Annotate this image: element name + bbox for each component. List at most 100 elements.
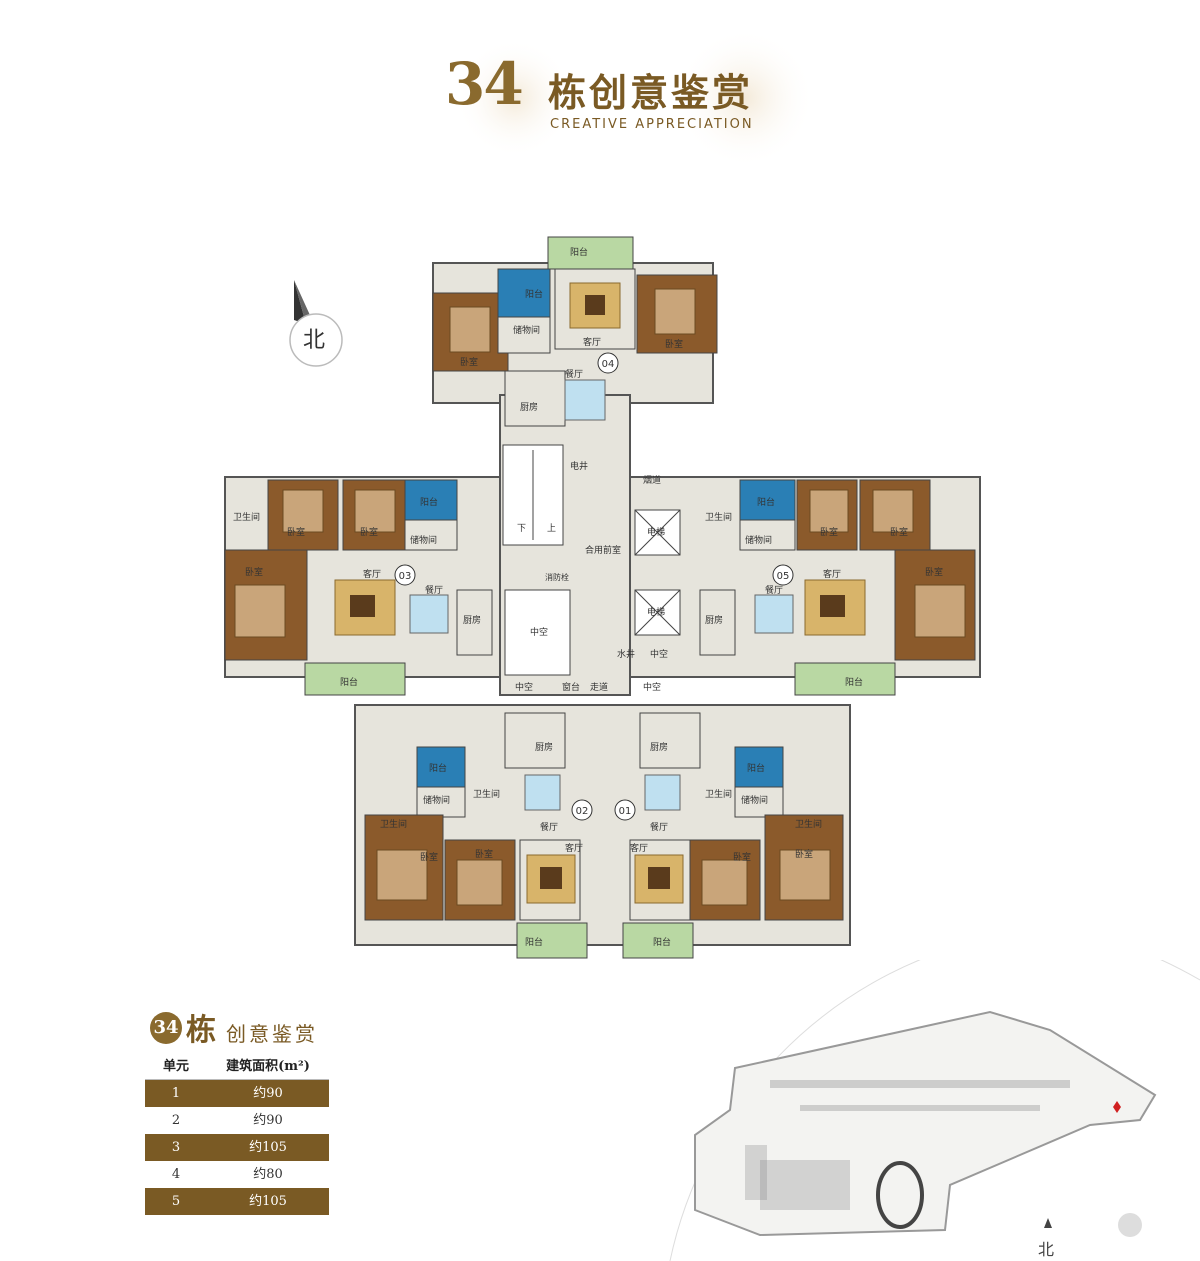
floor-plan: 04 阳台 储物间 客厅 卧室 卧室 餐厅 厨房 阳台 03 阳台 储物间 客厅… bbox=[224, 236, 981, 959]
label-bath-02b: 卫生间 bbox=[380, 818, 407, 830]
label-void-2: 中空 bbox=[650, 648, 668, 660]
label-smoke: 烟道 bbox=[643, 474, 661, 486]
table-cell-area: 约90 bbox=[253, 1086, 283, 1101]
unit-label-05: 05 bbox=[777, 571, 790, 582]
label-terrace-05: 阳台 bbox=[845, 676, 863, 688]
table-cell-unit: 4 bbox=[171, 1167, 181, 1182]
core bbox=[502, 444, 681, 676]
table-row: 4 约80 bbox=[145, 1161, 329, 1188]
label-water-well: 水井 bbox=[617, 648, 635, 660]
table-cell-unit: 2 bbox=[171, 1113, 181, 1128]
label-balcony-02: 阳台 bbox=[429, 762, 447, 774]
unit-label-04: 04 bbox=[602, 359, 615, 370]
header-number: 34 bbox=[445, 50, 524, 118]
label-balcony-04: 阳台 bbox=[525, 288, 543, 300]
unit-05 bbox=[699, 479, 976, 696]
label-bath-03: 卫生间 bbox=[233, 511, 260, 523]
unit-01 bbox=[614, 712, 844, 959]
label-living-04: 客厅 bbox=[583, 336, 601, 348]
label-bath-05: 卫生间 bbox=[705, 511, 732, 523]
label-terrace-02: 阳台 bbox=[525, 936, 543, 948]
compass-label: 北 bbox=[302, 328, 325, 353]
table-header-unit: 单元 bbox=[162, 1059, 189, 1074]
header-decoration bbox=[455, 28, 815, 168]
unit-04 bbox=[432, 236, 718, 427]
label-dining-03: 餐厅 bbox=[425, 584, 443, 596]
table-cell-area: 约105 bbox=[249, 1140, 287, 1155]
label-lobby: 合用前室 bbox=[585, 544, 621, 556]
label-bedroom-03b: 卧室 bbox=[287, 526, 305, 538]
label-storage-05: 储物间 bbox=[745, 534, 772, 546]
table-cell-unit: 5 bbox=[171, 1194, 181, 1209]
compass-icon bbox=[289, 280, 343, 367]
label-balcony-03: 阳台 bbox=[420, 496, 438, 508]
table-title-number: 34 bbox=[150, 1012, 182, 1044]
table-cell-area: 约90 bbox=[253, 1113, 283, 1128]
label-bedroom-02b: 卧室 bbox=[475, 848, 493, 860]
label-storage-02: 储物间 bbox=[423, 794, 450, 806]
label-window-1: 窗台 bbox=[562, 681, 580, 693]
label-living-03: 客厅 bbox=[363, 568, 381, 580]
unit-label-02: 02 bbox=[576, 806, 589, 817]
label-bedroom-03c: 卧室 bbox=[360, 526, 378, 538]
table-cell-area: 约105 bbox=[249, 1194, 287, 1209]
label-dining-01: 餐厅 bbox=[650, 821, 668, 833]
unit-03 bbox=[224, 479, 493, 696]
label-bath-01: 卫生间 bbox=[705, 788, 732, 800]
label-down: 下 bbox=[517, 524, 526, 534]
label-dining-04: 餐厅 bbox=[565, 368, 583, 380]
label-living-01: 客厅 bbox=[630, 842, 648, 854]
label-void-3: 中空 bbox=[515, 681, 533, 693]
label-terrace-03: 阳台 bbox=[340, 676, 358, 688]
label-bedroom-05c: 卧室 bbox=[890, 526, 908, 538]
label-elevator-well: 电井 bbox=[570, 460, 588, 472]
table-header-area: 建筑面积(m²) bbox=[226, 1059, 310, 1074]
label-bedroom-03a: 卧室 bbox=[245, 566, 263, 578]
label-bedroom-05b: 卧室 bbox=[820, 526, 838, 538]
label-elevator-2: 电梯 bbox=[647, 606, 665, 618]
label-bedroom-01a: 卧室 bbox=[733, 851, 751, 863]
label-terrace-01: 阳台 bbox=[653, 936, 671, 948]
table-row: 5 约105 bbox=[145, 1188, 329, 1215]
label-bedroom-02a: 卧室 bbox=[420, 851, 438, 863]
label-storage-04: 储物间 bbox=[513, 324, 540, 336]
label-storage-01: 储物间 bbox=[741, 794, 768, 806]
label-living-02: 客厅 bbox=[565, 842, 583, 854]
unit-label-01: 01 bbox=[619, 806, 632, 817]
label-hydrant: 消防栓 bbox=[545, 572, 569, 582]
label-bedroom-05a: 卧室 bbox=[925, 566, 943, 578]
table-title-subtitle: 创意鉴赏 bbox=[226, 1022, 318, 1046]
table-cell-area: 约80 bbox=[253, 1167, 283, 1182]
label-kitchen-04: 厨房 bbox=[520, 401, 538, 413]
table-row: 3 约105 bbox=[145, 1134, 329, 1161]
label-kitchen-01: 厨房 bbox=[650, 741, 668, 753]
label-dining-02: 餐厅 bbox=[540, 821, 558, 833]
header-title: 栋创意鉴赏 bbox=[548, 71, 754, 115]
label-kitchen-02: 厨房 bbox=[535, 741, 553, 753]
table-title-dong: 栋 bbox=[186, 1013, 216, 1048]
label-terrace-04: 阳台 bbox=[570, 246, 588, 258]
label-balcony-01: 阳台 bbox=[747, 762, 765, 774]
site-map bbox=[669, 960, 1200, 1261]
label-kitchen-05: 厨房 bbox=[705, 614, 723, 626]
table-header-row: 单元 建筑面积(m²) bbox=[145, 1055, 329, 1080]
label-bath-02: 卫生间 bbox=[473, 788, 500, 800]
label-bedroom-04b: 卧室 bbox=[665, 338, 683, 350]
label-kitchen-03: 厨房 bbox=[463, 614, 481, 626]
label-corridor: 走道 bbox=[590, 681, 608, 693]
table-cell-unit: 1 bbox=[171, 1086, 181, 1101]
label-up: 上 bbox=[547, 523, 556, 534]
label-dining-05: 餐厅 bbox=[765, 584, 783, 596]
unit-label-03: 03 bbox=[399, 571, 412, 582]
label-void-1: 中空 bbox=[530, 626, 548, 638]
label-elevator-1: 电梯 bbox=[647, 526, 665, 538]
label-living-05: 客厅 bbox=[823, 568, 841, 580]
label-bedroom-01b: 卧室 bbox=[795, 848, 813, 860]
table-cell-unit: 3 bbox=[171, 1140, 181, 1155]
label-balcony-05: 阳台 bbox=[757, 496, 775, 508]
label-storage-03: 储物间 bbox=[410, 534, 437, 546]
unit-02 bbox=[364, 712, 593, 959]
label-bath-01b: 卫生间 bbox=[795, 818, 822, 830]
label-void-4: 中空 bbox=[643, 681, 661, 693]
label-bedroom-04a: 卧室 bbox=[460, 356, 478, 368]
